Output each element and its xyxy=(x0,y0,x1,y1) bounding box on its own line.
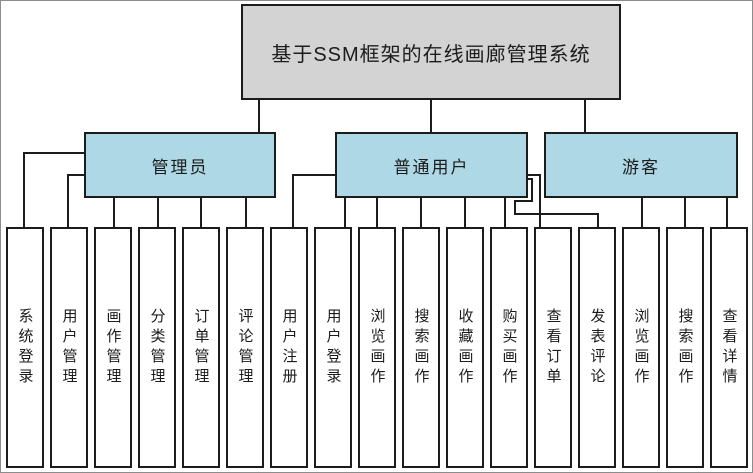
root-title: 基于SSM框架的在线画廊管理系统 xyxy=(271,43,591,66)
leaf-label: 发表评论 xyxy=(588,307,606,388)
leaf-node-guest-browse: 浏览画作 xyxy=(622,227,660,468)
leaf-node-category-mgmt: 分类管理 xyxy=(138,227,176,468)
leaf-label: 收藏画作 xyxy=(456,307,474,388)
leaf-node-guest-search: 搜索画作 xyxy=(666,227,704,468)
connector-admin-to-system-login xyxy=(23,152,84,228)
root-node: 基于SSM框架的在线画廊管理系统 xyxy=(241,4,621,100)
leaf-node-user-login: 用户登录 xyxy=(314,227,352,468)
leaf-node-comment-mgmt: 评论管理 xyxy=(226,227,264,468)
leaf-node-favorite-artworks: 收藏画作 xyxy=(446,227,484,468)
role-node-admin: 管理员 xyxy=(84,132,276,198)
leaf-label: 用户管理 xyxy=(60,307,78,388)
role-label: 游客 xyxy=(622,157,660,177)
leaf-node-purchase-artworks: 购买画作 xyxy=(490,227,528,468)
role-node-guest: 游客 xyxy=(544,132,738,198)
leaf-label: 搜索画作 xyxy=(412,307,430,388)
leaf-node-order-mgmt: 订单管理 xyxy=(182,227,220,468)
leaf-label: 查看详情 xyxy=(720,307,738,388)
leaf-label: 购买画作 xyxy=(500,307,518,388)
leaf-node-post-comments: 发表评论 xyxy=(578,227,616,468)
leaf-label: 订单管理 xyxy=(192,307,210,388)
leaf-label: 评论管理 xyxy=(236,307,254,388)
leaf-label: 用户登录 xyxy=(324,307,342,388)
role-label: 管理员 xyxy=(151,157,209,177)
leaf-label: 浏览画作 xyxy=(632,307,650,388)
leaf-label: 搜索画作 xyxy=(676,307,694,388)
role-node-regular-user: 普通用户 xyxy=(335,132,528,198)
leaf-node-user-mgmt: 用户管理 xyxy=(50,227,88,468)
leaf-node-artwork-mgmt: 画作管理 xyxy=(94,227,132,468)
leaf-label: 浏览画作 xyxy=(368,307,386,388)
leaf-label: 查看订单 xyxy=(544,307,562,388)
role-label: 普通用户 xyxy=(393,157,470,177)
connector-user-to-post-comments xyxy=(514,178,599,228)
connector-user-to-view-orders xyxy=(527,174,541,228)
connector-admin-to-user-mgmt xyxy=(67,174,84,228)
connector-user-to-register xyxy=(292,174,335,228)
leaf-label: 画作管理 xyxy=(104,307,122,388)
leaf-node-user-register: 用户注册 xyxy=(270,227,308,468)
leaf-node-search-artworks: 搜索画作 xyxy=(402,227,440,468)
leaf-label: 用户注册 xyxy=(280,307,298,388)
leaf-label: 分类管理 xyxy=(148,307,166,388)
leaf-node-view-details: 查看详情 xyxy=(710,227,748,468)
leaf-node-system-login: 系统登录 xyxy=(6,227,44,468)
leaf-node-browse-artworks: 浏览画作 xyxy=(358,227,396,468)
leaf-node-view-orders: 查看订单 xyxy=(534,227,572,468)
leaf-label: 系统登录 xyxy=(16,307,34,388)
